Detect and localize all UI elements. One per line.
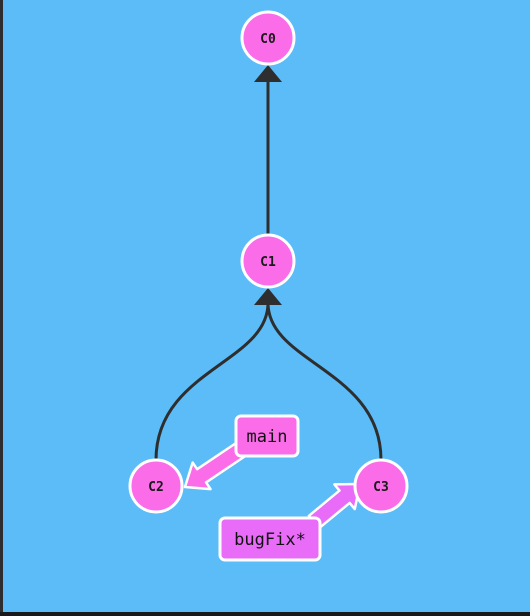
commit-C1[interactable]: C1	[240, 233, 296, 289]
edge-C3-C1	[266, 302, 383, 461]
commit-circle	[353, 458, 409, 514]
commit-label: C3	[373, 480, 389, 495]
commit-circle	[240, 10, 296, 66]
branch-label-main[interactable]: main	[234, 414, 300, 458]
branch-arrows	[183, 442, 362, 530]
commit-C3[interactable]: C3	[353, 458, 409, 514]
left-border	[0, 0, 3, 616]
commit-label: C2	[148, 480, 164, 495]
commit-circle	[128, 458, 184, 514]
branch-label-bugFix[interactable]: bugFix*	[218, 516, 322, 562]
commit-label: C0	[260, 32, 276, 47]
branch-label-text: bugFix*	[234, 530, 306, 550]
commit-C2[interactable]: C2	[128, 458, 184, 514]
arrowhead-C0	[254, 65, 282, 82]
arrowheads	[254, 65, 282, 305]
arrowhead-C1	[254, 288, 282, 305]
branch-label-box	[234, 414, 300, 458]
commit-circle	[240, 233, 296, 289]
commit-C0[interactable]: C0	[240, 10, 296, 66]
branch-label-box	[218, 516, 322, 562]
branch-label-text: main	[247, 427, 288, 447]
branch-arrow-bugFix	[307, 482, 362, 530]
branches: main bugFix*	[218, 414, 322, 562]
bottom-border	[0, 612, 530, 616]
edges	[154, 80, 383, 461]
branch-arrow-main	[183, 442, 246, 491]
commit-label: C1	[260, 255, 276, 270]
edge-C2-C1	[154, 302, 270, 461]
